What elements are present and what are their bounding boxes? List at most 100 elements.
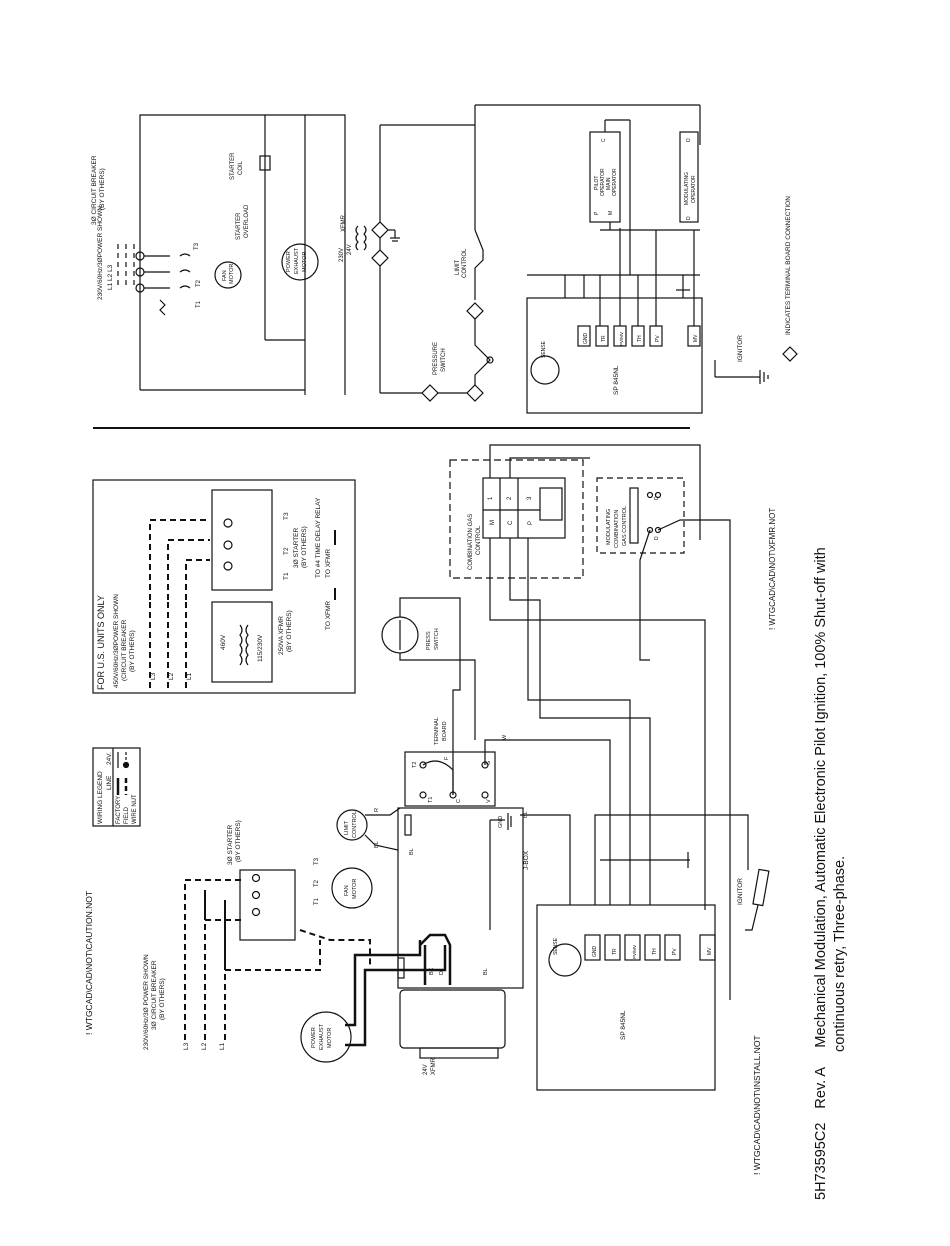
ld-t2: T2 bbox=[314, 879, 320, 887]
rd-pe-2: EXHAUST bbox=[294, 247, 300, 274]
us-to-delay: TO #4 TIME DELAY RELAY bbox=[315, 497, 322, 578]
rd-pe-3: MOTOR bbox=[302, 252, 308, 272]
rd-motor-label: MOTOR bbox=[229, 264, 235, 284]
ld-gas-t3: 3 bbox=[527, 496, 533, 500]
ld-gnd: GND bbox=[498, 816, 504, 828]
ld-ps-1: PRESS bbox=[426, 631, 432, 650]
rd-main-1: MAIN bbox=[606, 177, 612, 190]
rd-230v: 230V bbox=[339, 248, 345, 262]
ld-term-th: TH bbox=[652, 948, 658, 955]
terminal-board-note: INDICATES TERMINAL BOARD CONNECTION bbox=[785, 196, 792, 335]
ld-fan-motor-icon bbox=[331, 867, 373, 909]
ld-l1: L1 bbox=[219, 1042, 226, 1050]
rd-t2: T2 bbox=[196, 279, 202, 287]
install-note: ! WTGCAD\CAD\NOT\INSTALL.NOT bbox=[752, 1035, 762, 1175]
ld-gas-m: M bbox=[490, 520, 496, 525]
legend-24v-label: 24V. bbox=[106, 752, 113, 765]
rd-ignitor: IGNITOR bbox=[737, 335, 744, 362]
us-units-panel: FOR U.S. UNITS ONLY 450V/60Hz/3ØPOWER SH… bbox=[92, 479, 356, 694]
ld-wire-bk: BK bbox=[429, 967, 435, 975]
wiring-legend: WIRING LEGEND LINE 24V. FACTORY FIELD WI… bbox=[92, 747, 141, 827]
rd-by-others: (BY OTHERS) bbox=[99, 168, 106, 210]
rd-fan-label: FAN bbox=[222, 270, 228, 281]
us-starter: 3Ø STARTER bbox=[293, 527, 300, 568]
legend-wirenut: WIRE NUT bbox=[132, 794, 138, 824]
ld-limit-2: CONTROL bbox=[352, 811, 358, 838]
legend-field: FIELD bbox=[124, 806, 130, 824]
ld-power: 230V/60Hz/3Ø POWER SHOWN bbox=[143, 954, 150, 1050]
ld-limit-1: LIMIT bbox=[344, 820, 350, 835]
rd-module: SP 845NL bbox=[613, 365, 620, 395]
ld-breaker: 3Ø CIRCUIT BREAKER bbox=[151, 960, 158, 1030]
ld-power-exhaust-icon bbox=[300, 1011, 352, 1063]
us-to-xfmr-2: TO XFMR bbox=[325, 549, 332, 578]
rd-t3: T3 bbox=[194, 242, 200, 250]
ld-gas-2: CONTROL bbox=[476, 525, 482, 555]
ld-mod-1: MODULATING bbox=[606, 509, 612, 545]
ld-ps-2: SWITCH bbox=[434, 628, 440, 650]
rd-sense: SENSE bbox=[541, 340, 547, 358]
rd-power: 230V/60Hz/3ØPOWER SHOWN bbox=[97, 206, 104, 300]
ld-tb-t2: T2 bbox=[412, 762, 418, 768]
caution-note: ! WTGCAD\CAD\NOT\CAUTION.NOT bbox=[84, 891, 94, 1035]
ld-wire-bl-2: BL bbox=[483, 968, 489, 975]
caption-line-2: continuous retry, Three-phase. bbox=[832, 855, 848, 1052]
ld-term-pvmv: PV/MV bbox=[632, 945, 637, 959]
rd-modop-2: OPERATOR bbox=[691, 175, 697, 203]
rd-term-gnd: GND bbox=[583, 333, 589, 345]
rd-d1: D bbox=[686, 216, 692, 220]
rd-ps-2: SWITCH bbox=[441, 348, 447, 372]
us-l2: L2 bbox=[168, 672, 175, 680]
rd-modop-1: MODULATING bbox=[684, 172, 690, 205]
ld-fan: FAN bbox=[344, 885, 350, 896]
rd-limit-1: LIMIT bbox=[455, 259, 461, 275]
rd-c: C bbox=[601, 138, 607, 142]
us-l3: L3 bbox=[150, 672, 157, 680]
us-t2: T2 bbox=[283, 547, 290, 555]
ld-gas-p: P bbox=[528, 521, 534, 525]
ld-starter: 3Ø STARTER bbox=[227, 824, 234, 865]
ld-tb-g: G bbox=[486, 761, 492, 765]
legend-factory: FACTORY bbox=[116, 796, 122, 824]
figure-caption: 5H73595C2 Rev. A Mechanical Modulation, … bbox=[812, 200, 850, 1200]
ld-t3: T3 bbox=[314, 857, 320, 865]
us-t3: T3 bbox=[283, 512, 290, 520]
pictorial-diagram: 230V/60Hz/3Ø POWER SHOWN 3Ø CIRCUIT BREA… bbox=[143, 444, 770, 1091]
ld-jbox: J-BOX bbox=[523, 850, 530, 870]
ld-pe-2: EXHAUST bbox=[319, 1023, 325, 1050]
rd-main-2: OPERATOR bbox=[612, 168, 618, 196]
rd-pe-1: POWER bbox=[286, 251, 292, 272]
ld-term-gnd: GND bbox=[592, 946, 598, 958]
us-xfmr-secondary: 115/230V bbox=[257, 634, 264, 662]
ld-motor: MOTOR bbox=[352, 879, 358, 899]
ld-limit-control-icon bbox=[336, 809, 368, 841]
ladder-diagram: 230V/60Hz/3ØPOWER SHOWN L1 L2 L3 3Ø CIRC… bbox=[91, 104, 798, 414]
rd-term-th: TH bbox=[637, 335, 643, 342]
ld-tb-v: V bbox=[486, 799, 492, 803]
ld-mod-d2: D bbox=[654, 496, 660, 500]
ld-l3: L3 bbox=[183, 1042, 190, 1050]
us-t1: T1 bbox=[283, 572, 290, 580]
rd-lines: L1 L2 L3 bbox=[107, 264, 114, 290]
us-to-xfmr-1: TO XFMR bbox=[325, 601, 332, 630]
ld-mod-2: COMBINATION bbox=[614, 510, 620, 548]
ld-gas-t1: 1 bbox=[488, 496, 494, 500]
rd-coil-1: STARTER bbox=[230, 152, 236, 180]
rd-m: M bbox=[608, 211, 614, 215]
ld-sense-icon bbox=[548, 943, 582, 977]
xfmr-note: ! WTGCAD\CAD\NOT\XFMR.NOT bbox=[768, 508, 777, 630]
ld-tb-f: F bbox=[444, 756, 450, 760]
ld-d: D bbox=[439, 971, 445, 975]
us-starter-by-others: (BY OTHERS) bbox=[301, 526, 308, 568]
ld-xfmr-label: XFMR bbox=[431, 1057, 437, 1075]
ld-tb-2: BOARD bbox=[442, 721, 448, 741]
rd-term-pvmv: PV/MV bbox=[619, 332, 624, 346]
ld-pe-1: POWER bbox=[311, 1027, 317, 1048]
rd-term-pv: PV bbox=[655, 335, 661, 342]
ld-xfmr-24v: 24V bbox=[423, 1064, 429, 1075]
rd-coil-2: COIL bbox=[238, 160, 244, 175]
rd-power-exhaust-icon bbox=[281, 243, 319, 281]
us-xfmr-rating: 250VA XFMR bbox=[278, 616, 285, 655]
us-units-breaker: (CIRCUIT BREAKER bbox=[121, 619, 128, 681]
